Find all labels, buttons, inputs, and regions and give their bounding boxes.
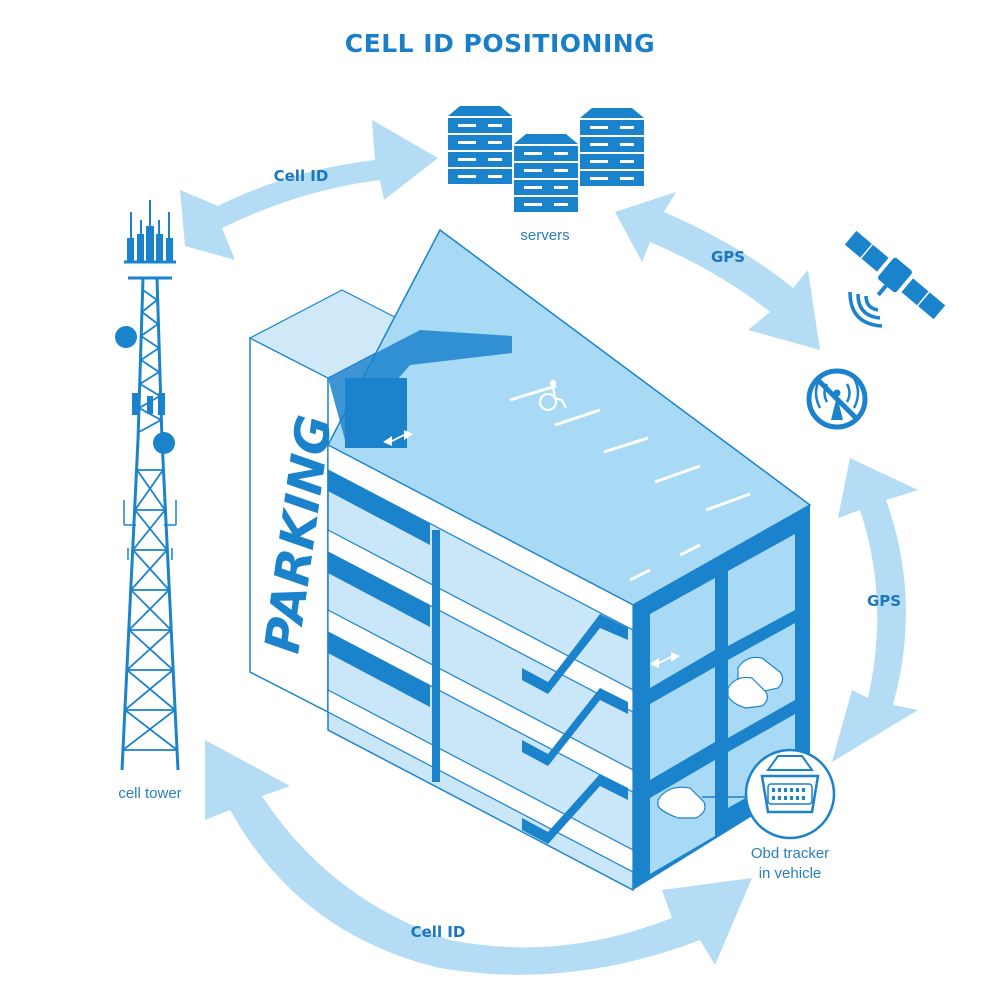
obd-tracker-icon	[702, 748, 836, 840]
arrow-gps-top	[615, 192, 820, 350]
server-icon	[580, 108, 644, 186]
wheelchair-icon	[538, 379, 567, 412]
satellite-icon	[844, 230, 946, 320]
no-signal-icon	[806, 368, 868, 430]
diagram-title: CELL ID POSITIONING	[345, 29, 655, 58]
arrow-label-cell-id-top: Cell ID	[274, 167, 329, 185]
parking-building: PARKING	[248, 228, 812, 892]
server-icon	[514, 134, 578, 212]
stairs	[522, 614, 628, 844]
satellite-signal-icon	[848, 291, 883, 328]
arrow-label-gps-top: GPS	[711, 248, 745, 266]
arrow-label-cell-id-bottom: Cell ID	[411, 923, 466, 941]
car-icon	[657, 656, 784, 819]
label-obd-line1: Obd tracker	[751, 845, 829, 862]
label-obd-line2: in vehicle	[759, 865, 822, 882]
server-icon	[448, 106, 512, 184]
arrow-label-gps-right: GPS	[867, 592, 901, 610]
label-cell-tower: cell tower	[118, 785, 181, 802]
servers-group	[448, 106, 644, 212]
arrow-cell-id-bottom	[205, 740, 752, 975]
label-servers: servers	[520, 227, 569, 244]
arrow-cell-id-top	[180, 120, 438, 260]
direction-arrow-icon	[383, 430, 680, 668]
cell-tower-icon	[115, 200, 180, 771]
arrow-gps-right	[832, 458, 918, 762]
